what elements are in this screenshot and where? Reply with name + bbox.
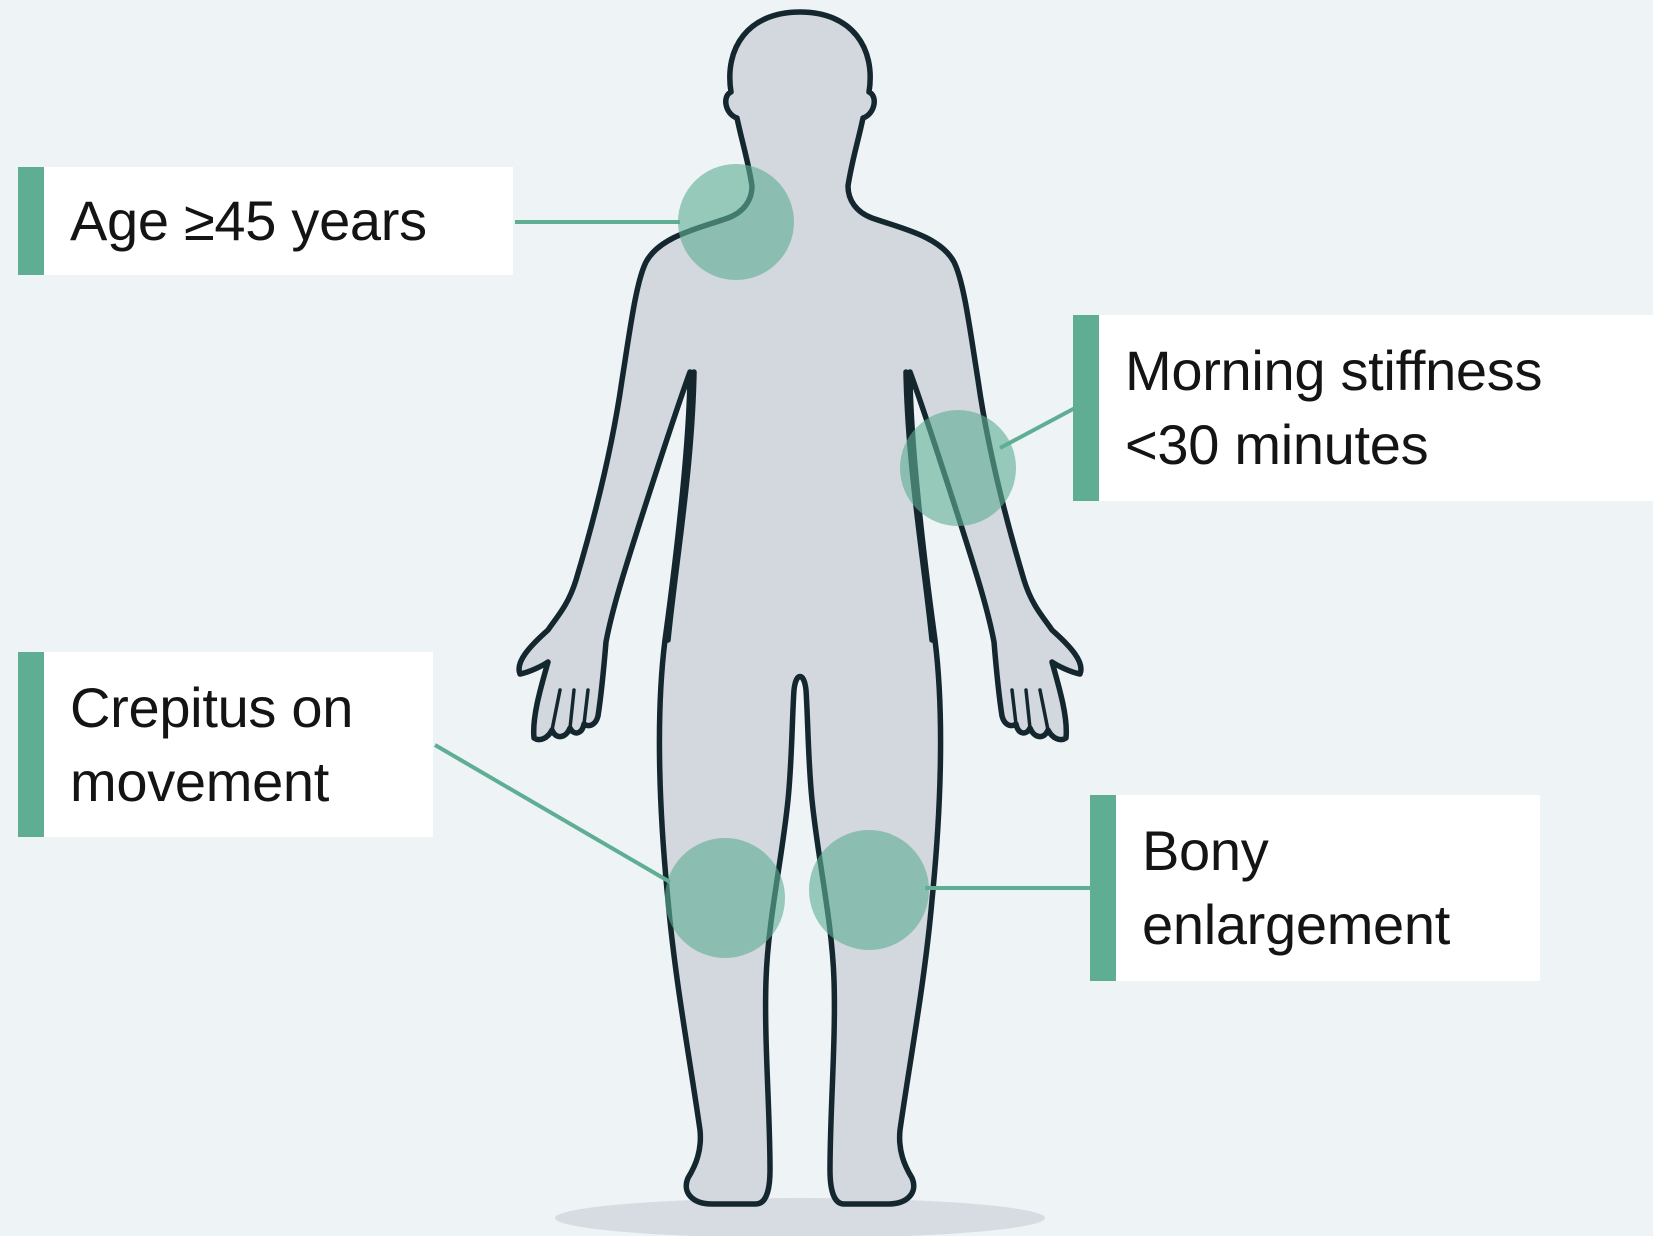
accent-bar (18, 167, 44, 275)
callout-morning-stiffness-label: Morning stiffness <30 minutes (1125, 334, 1542, 482)
ground-shadow (555, 1198, 1045, 1236)
callout-bony-enlargement: Bony enlargement (1090, 795, 1540, 981)
neck-highlight-circle (678, 164, 794, 280)
accent-bar (18, 652, 44, 837)
left-knee-highlight-circle (665, 838, 785, 958)
callout-crepitus: Crepitus on movement (18, 652, 433, 837)
right-knee-highlight-circle (809, 830, 929, 950)
finger-lines (552, 690, 1048, 730)
leader-line-stiffness (1000, 408, 1075, 448)
elbow-highlight-circle (900, 410, 1016, 526)
callout-bony-enlargement-label: Bony enlargement (1142, 814, 1450, 962)
accent-bar (1090, 795, 1116, 981)
callout-age-label: Age ≥45 years (70, 184, 427, 258)
callout-crepitus-label: Crepitus on movement (70, 671, 353, 819)
leader-line-crepitus (435, 745, 670, 882)
callout-age: Age ≥45 years (18, 167, 513, 275)
accent-bar (1073, 315, 1099, 501)
callout-morning-stiffness: Morning stiffness <30 minutes (1073, 315, 1653, 501)
human-body-silhouette (519, 12, 1081, 1204)
